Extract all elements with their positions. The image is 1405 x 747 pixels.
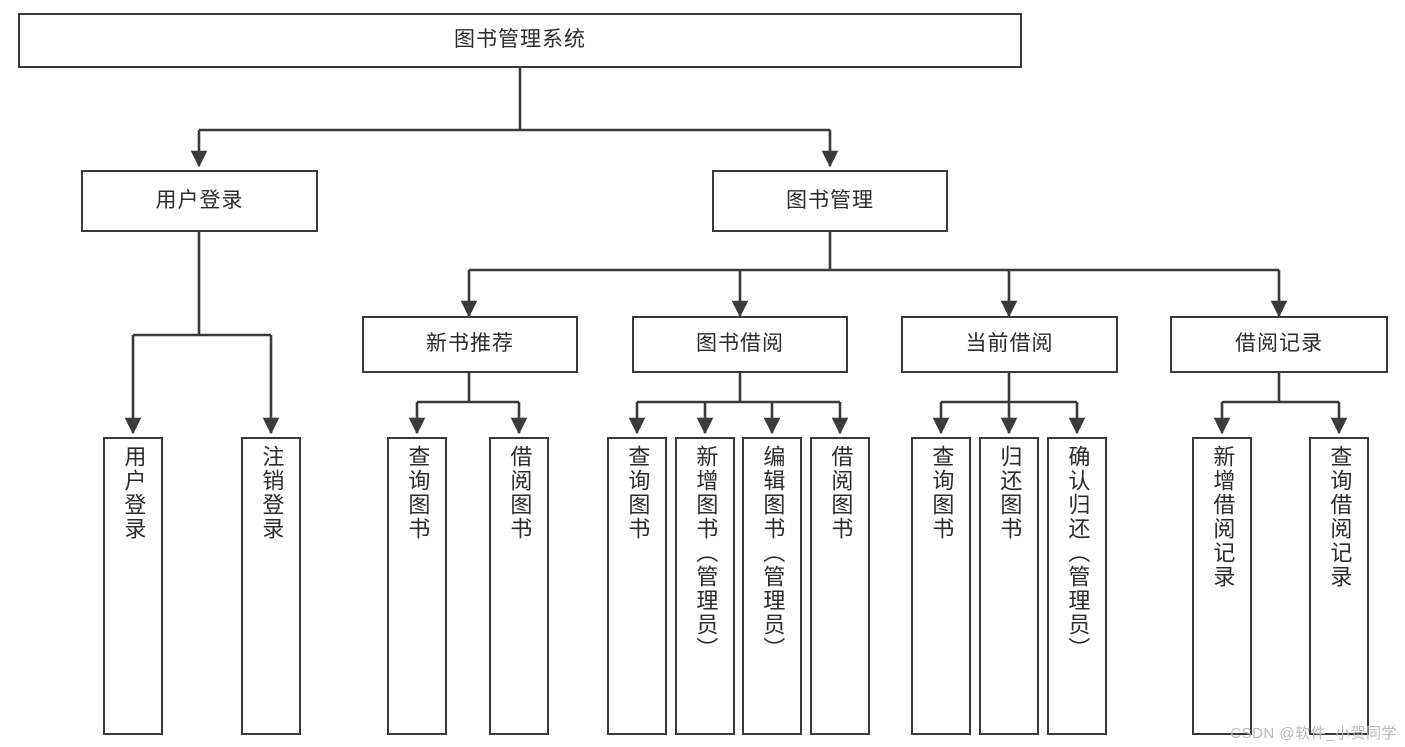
- leaf-add-record-label: 新增借阅记录: [1210, 445, 1236, 589]
- leaf-borrow-book-1[interactable]: 借阅图书: [489, 437, 549, 735]
- node-book-manage[interactable]: 图书管理: [712, 170, 948, 232]
- node-new-book-rec-label: 新书推荐: [426, 332, 514, 356]
- leaf-logout-login-label: 注销登录: [259, 445, 285, 541]
- leaf-user-login[interactable]: 用户登录: [103, 437, 163, 735]
- node-current-borrow[interactable]: 当前借阅: [901, 316, 1118, 373]
- leaf-edit-book-label: 编辑图书（管理员）: [760, 445, 786, 661]
- leaf-add-book[interactable]: 新增图书（管理员）: [675, 437, 735, 735]
- leaf-query-book-1[interactable]: 查询图书: [387, 437, 447, 735]
- leaf-query-book-2[interactable]: 查询图书: [607, 437, 667, 735]
- leaf-query-book-1-label: 查询图书: [405, 445, 431, 541]
- node-book-borrow-label: 图书借阅: [696, 332, 784, 356]
- leaf-edit-book[interactable]: 编辑图书（管理员）: [742, 437, 802, 735]
- leaf-query-record-label: 查询借阅记录: [1327, 445, 1353, 589]
- leaf-confirm-return-label: 确认归还（管理员）: [1065, 445, 1091, 661]
- leaf-add-record[interactable]: 新增借阅记录: [1192, 437, 1252, 735]
- node-user-login[interactable]: 用户登录: [81, 170, 318, 232]
- leaf-borrow-book-1-label: 借阅图书: [507, 445, 533, 541]
- node-user-login-label: 用户登录: [155, 188, 244, 212]
- leaf-query-book-2-label: 查询图书: [625, 445, 651, 541]
- node-book-borrow[interactable]: 图书借阅: [632, 316, 848, 373]
- leaf-return-book[interactable]: 归还图书: [979, 437, 1039, 735]
- leaf-borrow-book-2-label: 借阅图书: [828, 445, 854, 541]
- node-book-manage-label: 图书管理: [786, 188, 874, 212]
- leaf-query-book-3-label: 查询图书: [929, 445, 955, 541]
- leaf-return-book-label: 归还图书: [997, 445, 1023, 541]
- leaf-query-record[interactable]: 查询借阅记录: [1309, 437, 1369, 735]
- leaf-borrow-book-2[interactable]: 借阅图书: [810, 437, 870, 735]
- node-borrow-record-label: 借阅记录: [1235, 332, 1323, 356]
- node-new-book-rec[interactable]: 新书推荐: [362, 316, 578, 373]
- leaf-query-book-3[interactable]: 查询图书: [911, 437, 971, 735]
- leaf-logout-login[interactable]: 注销登录: [241, 437, 301, 735]
- leaf-user-login-label: 用户登录: [121, 445, 147, 541]
- leaf-add-book-label: 新增图书（管理员）: [693, 445, 719, 661]
- node-current-borrow-label: 当前借阅: [965, 332, 1054, 356]
- leaf-confirm-return[interactable]: 确认归还（管理员）: [1047, 437, 1107, 735]
- node-root[interactable]: 图书管理系统: [18, 13, 1022, 68]
- node-borrow-record[interactable]: 借阅记录: [1170, 316, 1388, 373]
- node-root-label: 图书管理系统: [454, 28, 586, 52]
